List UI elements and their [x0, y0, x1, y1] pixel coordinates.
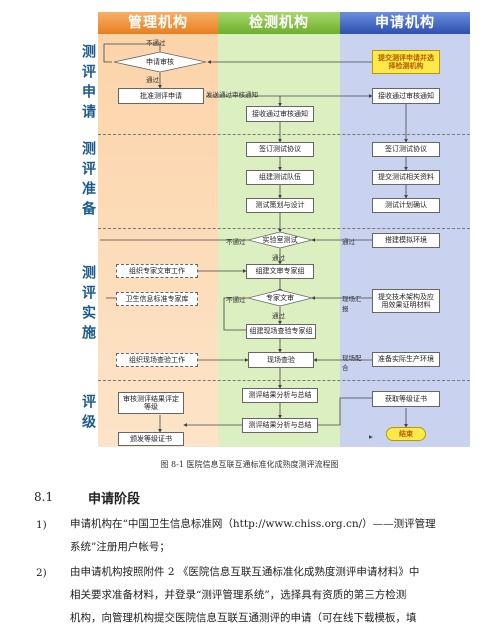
applicant-column-bg: [340, 12, 470, 447]
label-pass4: 通过: [272, 312, 285, 320]
figure-caption: 图 8-1 医院信息互联互通标准化成熟度测评流程图: [160, 460, 339, 469]
approve-apply-node: 批准测评申请: [118, 88, 204, 104]
management-column-bg: [98, 12, 218, 447]
expert-review-diamond: 专家文审: [248, 290, 312, 306]
item-number: 1): [36, 519, 47, 531]
stage-divider: [98, 380, 470, 381]
label-fail1: 不通过: [146, 39, 166, 47]
label-onsite-report: 现场汇报: [342, 295, 362, 313]
onsite-group-node: 组建现场查验专家组: [246, 324, 316, 339]
result-analysis-node: 测评结果分析与总结: [242, 388, 318, 403]
team-node: 组建测试队伍: [246, 170, 314, 185]
mgmt-onsite-node: 组织现场查验工作: [116, 353, 198, 367]
expert-group-node: 组建文审专家组: [246, 264, 314, 279]
flow-connectors: [100, 43, 408, 439]
submit-tech-node: 提交技术架构及应用效果证明材料: [372, 289, 440, 313]
review-result-node: 审核测评结果评定等级: [118, 392, 184, 414]
stage-divider: [98, 134, 470, 135]
std-expert-db-node: 卫生信息标准专家库: [116, 292, 198, 306]
item-number: 2): [36, 567, 47, 579]
end-node: 结束: [386, 427, 426, 441]
section-title: 申请阶段: [88, 492, 141, 507]
label-fail2: 不通过: [226, 238, 246, 246]
plan-confirm-node: 测试计划确认: [372, 198, 440, 213]
sign-test-node: 签订测试协议: [246, 142, 314, 157]
section-number: 8.1: [34, 490, 54, 504]
item-text: 申请机构在“中国卫生信息标准网（http://www.chiss.org.cn/…: [70, 518, 436, 553]
result-report-node: 测评结果分析与总结: [242, 418, 318, 433]
label-onsite-coop: 现场配合: [342, 354, 362, 372]
get-cert-node: 获取等级证书: [372, 391, 440, 407]
sign-app-node: 签订测试协议: [372, 142, 440, 157]
receive-notice-app-node: 接收通过审核通知: [372, 88, 440, 104]
review-apply-diamond: 申请审核: [114, 52, 206, 72]
stage-divider: [98, 228, 470, 229]
issue-cert-node: 颁发等级证书: [118, 432, 184, 446]
mgmt-expert-work-node: 组织专家文审工作: [116, 264, 198, 278]
label-pass2: 通过: [342, 238, 355, 246]
stage-implement: 测评实施: [80, 264, 96, 345]
stage-rating: 评级: [80, 394, 96, 434]
testing-header: 检测机构: [218, 12, 340, 34]
plan-node: 测试策划与设计: [246, 198, 314, 213]
stage-prepare: 测评准备: [80, 141, 96, 221]
lab-test-diamond: 实验室测试: [248, 232, 312, 248]
onsite-node: 现场查验: [248, 352, 314, 368]
item-text: 由申请机构按照附件 2 《医院信息互联互通标准化成熟度测评申请材料》中 相关要求…: [70, 566, 420, 624]
label-pass3: 通过: [272, 254, 285, 262]
stage-apply: 测评申请: [80, 44, 96, 124]
prepare-env-node: 准备实际生产环境: [372, 352, 440, 367]
management-header: 管理机构: [98, 12, 218, 34]
submit-apply-node: 提交测评申请并选择检测机构: [372, 50, 440, 74]
build-env-node: 搭建模拟环境: [372, 233, 440, 248]
provide-docs-node: 提交测试相关资料: [372, 170, 440, 185]
receive-notice-test-node: 接收通过审核通知: [246, 106, 314, 122]
label-pass1: 通过: [146, 76, 159, 84]
label-send-notice: 发送通过审核通知: [206, 91, 258, 99]
applicant-header: 申请机构: [340, 12, 470, 34]
label-fail3: 不通过: [226, 296, 246, 304]
